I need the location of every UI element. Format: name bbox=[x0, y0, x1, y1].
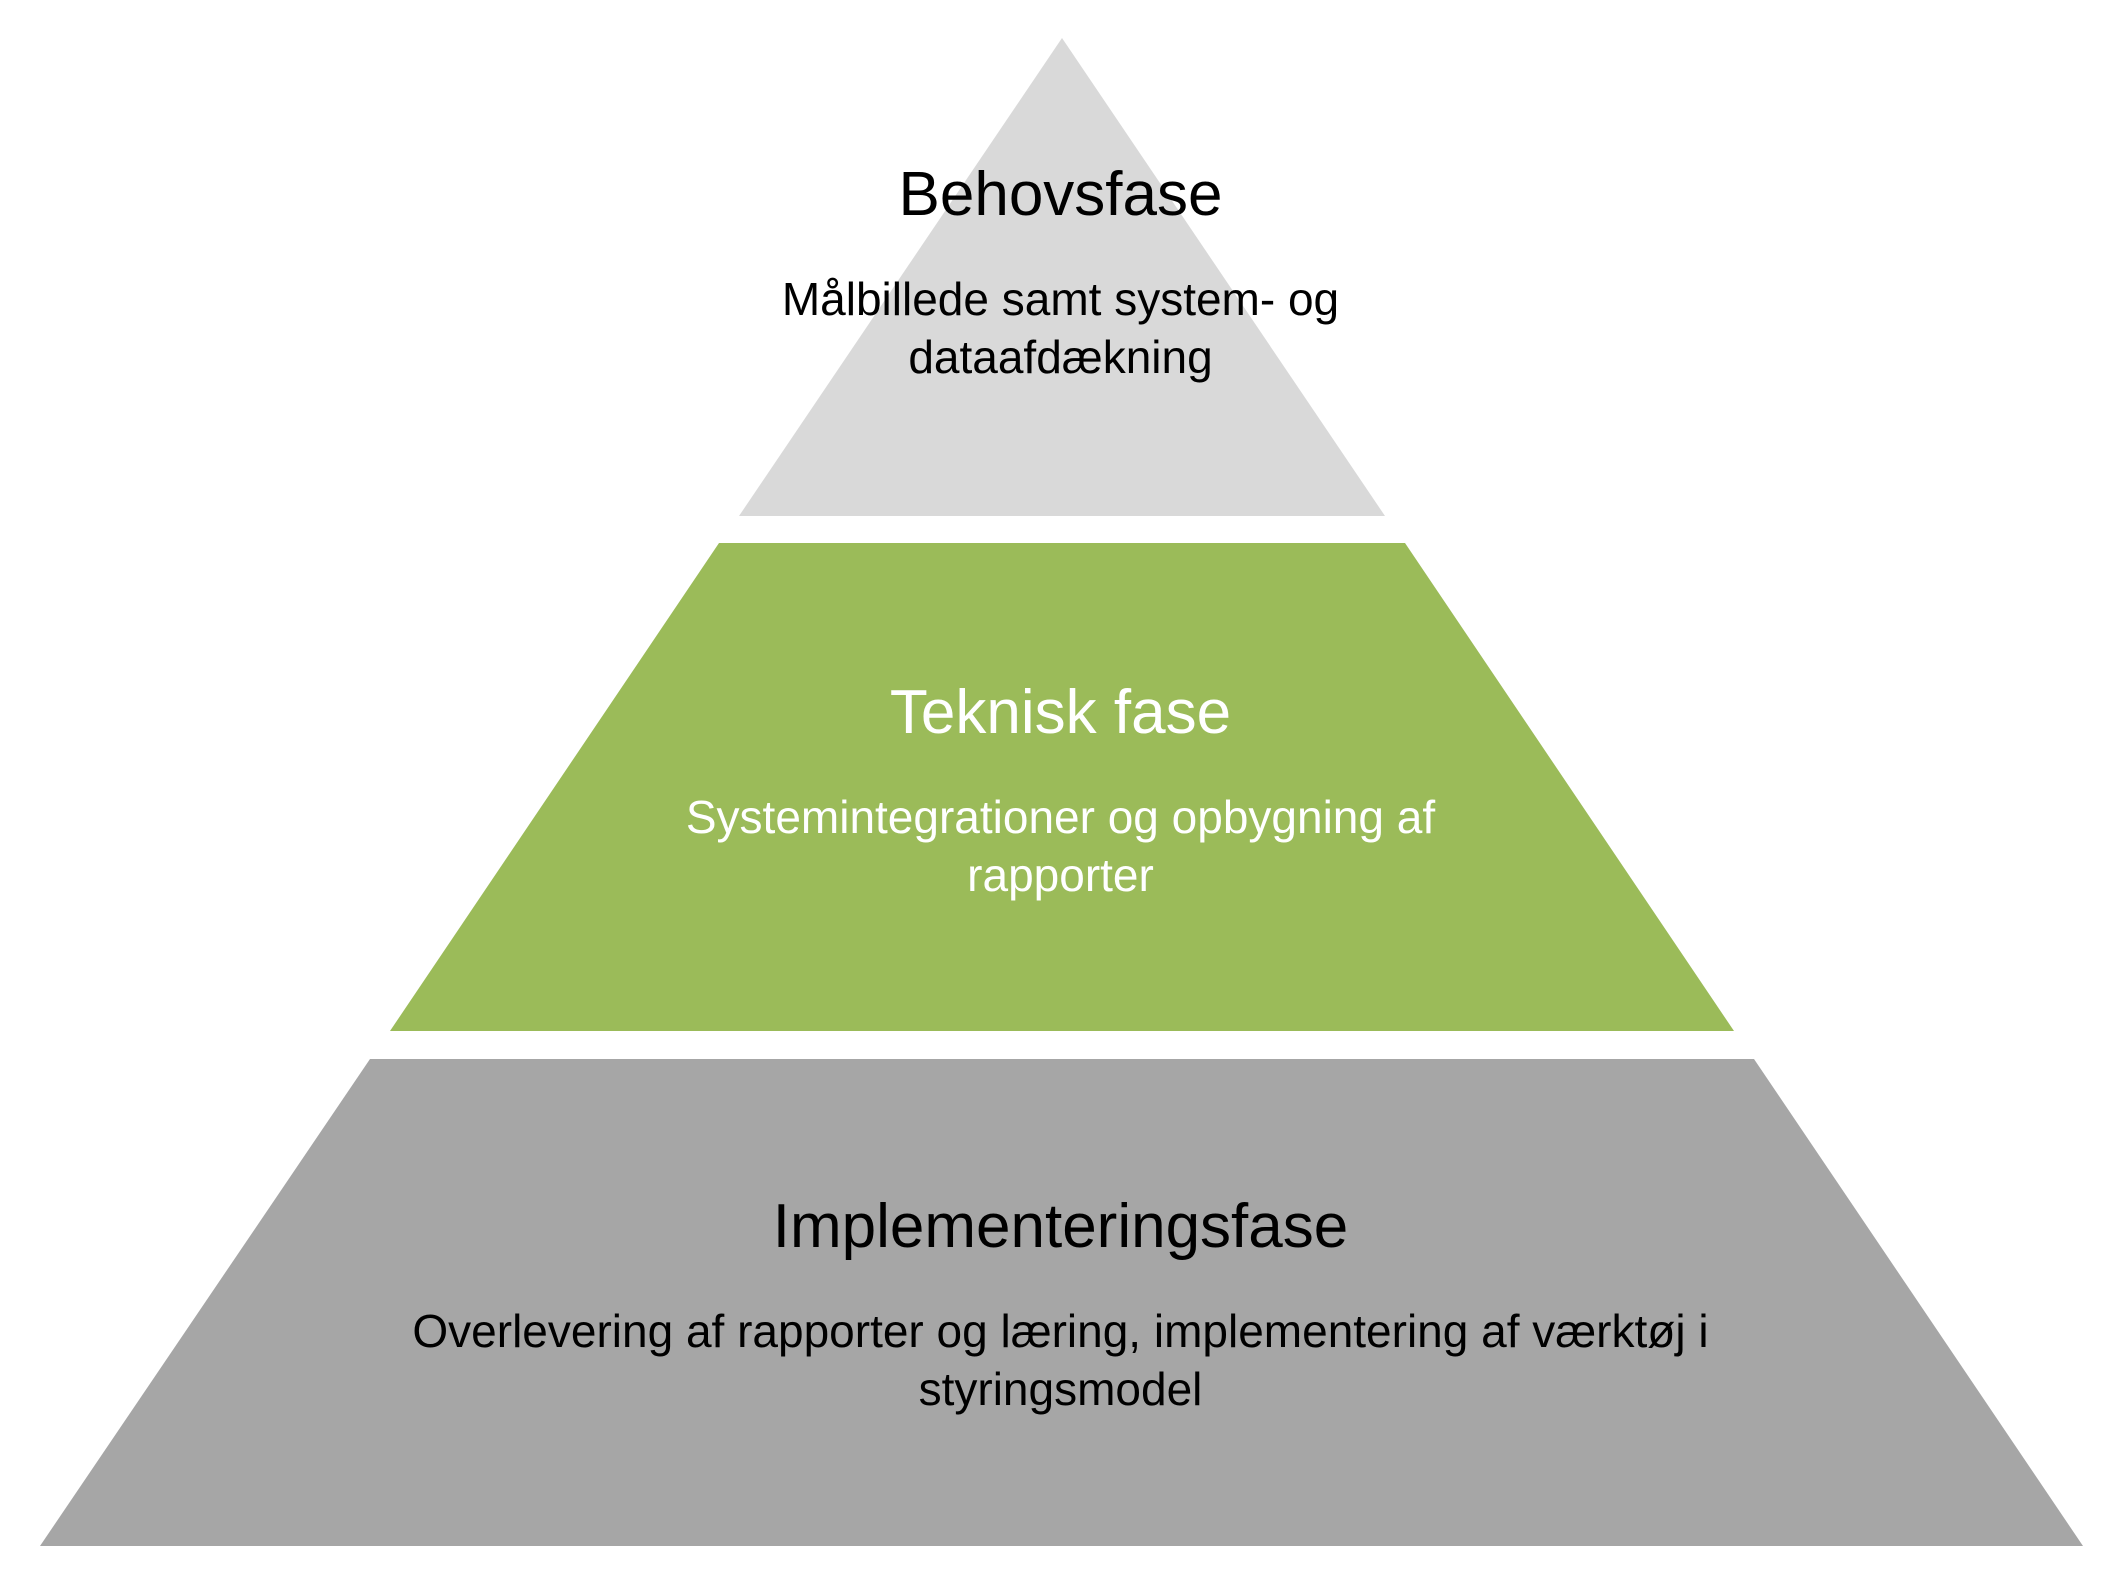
tier-top-shape bbox=[739, 38, 1385, 516]
tier-mid-shape bbox=[390, 543, 1734, 1031]
tier-bottom-shape bbox=[40, 1059, 2083, 1546]
